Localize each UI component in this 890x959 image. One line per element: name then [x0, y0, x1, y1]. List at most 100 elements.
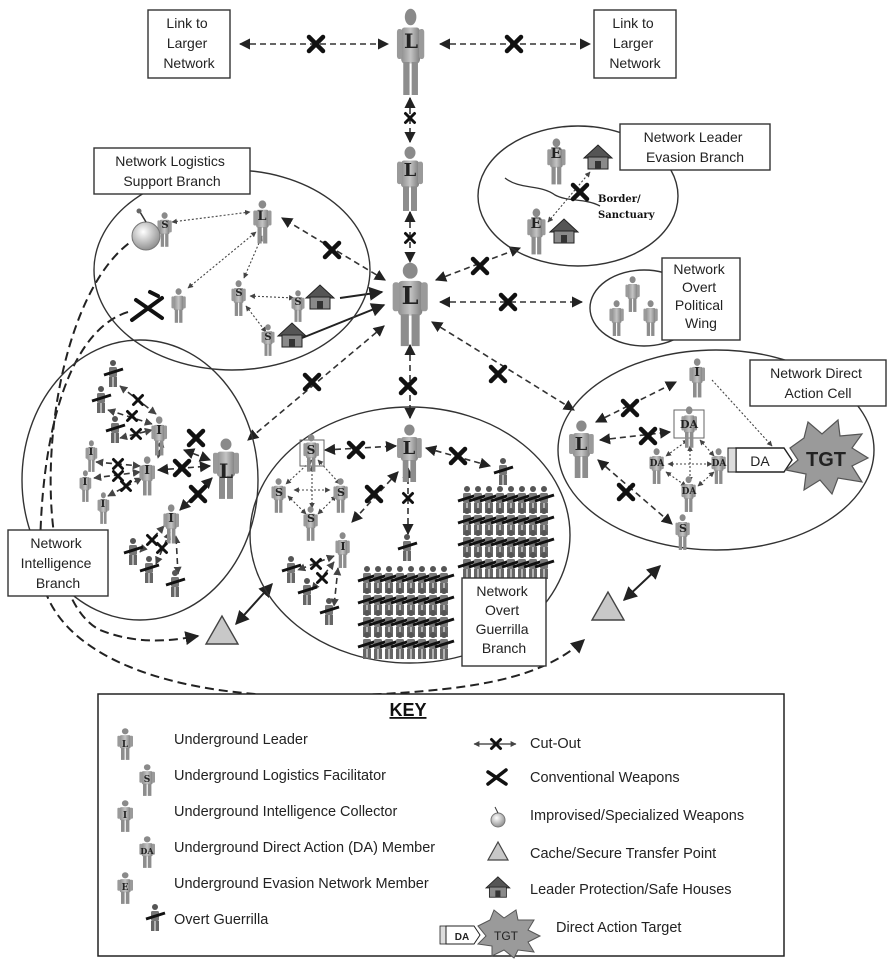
intel-guerrilla-6 — [164, 568, 187, 599]
intelligence-branch-label: Network Intelligence Branch — [7, 529, 109, 597]
middle-leader-letter: L — [404, 160, 417, 181]
guerrilla-formation-right — [456, 484, 556, 581]
svg-text:DA: DA — [750, 453, 770, 469]
evasion-house-1-icon — [583, 144, 613, 170]
cache-triangle-left — [204, 614, 240, 645]
border-label: Border/ Sanctuary — [598, 194, 656, 221]
cutout-marks — [112, 37, 656, 584]
key-target-icon: DA TGT — [439, 909, 542, 959]
logistics-facilitator-1-letter: S — [161, 220, 168, 231]
target-burst: TGT — [784, 418, 870, 496]
da-cell-facilitator-letter: S — [679, 522, 687, 535]
key-item-target: Direct Action Target — [556, 920, 681, 936]
intel-guerrilla-5 — [138, 554, 161, 585]
guerrilla-facilitator-3-letter: S — [337, 486, 345, 499]
key-item-da-member: Underground Direct Action (DA) Member — [174, 840, 435, 856]
guerrilla-facilitator-1-letter: S — [307, 443, 316, 457]
da-cell-collector-letter: I — [694, 365, 700, 379]
logistics-facilitator-2 — [171, 288, 186, 323]
da-member-1-letter: DA — [680, 418, 699, 431]
intelligence-branch-ellipse — [21, 339, 259, 621]
svg-text:Network Direct Action Ce: Network Direct Action Cell — [770, 365, 866, 401]
direct-action-cell-label: Network Direct Action Cell — [749, 359, 887, 407]
key-item-evasion: Underground Evasion Network Member — [174, 876, 429, 892]
safe-house-1-icon — [305, 284, 335, 310]
svg-text:Network Intelligence: Network Intelligence Branch — [21, 535, 96, 591]
top-leader-letter: L — [404, 29, 418, 53]
intel-guerrilla-3 — [104, 414, 127, 445]
cache-triangle-right — [590, 590, 626, 621]
svg-text:S: S — [144, 775, 151, 785]
key-conventional-weapons-icon — [486, 768, 508, 786]
key-item-logistics: Underground Logistics Facilitator — [174, 768, 386, 784]
svg-text:Network Logistics Suppor: Network Logistics Support Branch — [115, 153, 229, 189]
svg-text:Network Overt Guer: Network Overt Guerrilla Branch — [476, 583, 533, 656]
logistics-facilitator-4-letter: S — [294, 297, 301, 308]
intelligence-collector-6-letter: I — [101, 499, 106, 510]
svg-text:DA: DA — [455, 932, 469, 943]
political-wing-label: Network Overt Political Wing — [661, 257, 741, 341]
intelligence-collector-1-letter: I — [156, 423, 162, 437]
intelligence-collector-2-letter: I — [144, 463, 150, 477]
da-member-2-letter: DA — [650, 459, 666, 469]
key-item-cache: Cache/Secure Transfer Point — [530, 846, 716, 862]
da-arrow-tag: DA — [727, 447, 793, 473]
guerrilla-small-2 — [296, 576, 319, 607]
key-item-safe-house: Leader Protection/Safe Houses — [530, 882, 732, 898]
key-item-intelligence: Underground Intelligence Collector — [174, 804, 397, 820]
intel-guerrilla-1 — [102, 358, 125, 389]
intelligence-collector-4-letter: I — [89, 447, 94, 458]
evasion-member-2-letter: E — [531, 216, 542, 232]
link-left-box: Link to Larger Network — [147, 9, 231, 79]
evasion-branch-label: Network Leader Evasion Branch — [619, 123, 771, 171]
political-member-3 — [643, 300, 658, 336]
key-item-improvised: Improvised/Specialized Weapons — [530, 808, 744, 824]
svg-text:TGT: TGT — [494, 929, 519, 943]
political-member-2 — [609, 300, 624, 336]
guerrilla-small-3 — [318, 596, 341, 627]
da-member-4-letter: DA — [682, 487, 698, 497]
evasion-house-2-icon — [549, 218, 579, 244]
logistics-facilitator-5-letter: S — [264, 332, 271, 343]
guerrilla-figure — [433, 630, 456, 661]
guerrilla-small-1 — [280, 554, 303, 585]
svg-text:Network Overt Poli: Network Overt Political Wing — [673, 261, 728, 331]
political-member-1 — [625, 276, 640, 312]
safe-house-2-icon — [277, 322, 307, 348]
guerrilla-single-right — [492, 456, 515, 487]
main-leader-letter: L — [402, 281, 419, 310]
key-item-leader: Underground Leader — [174, 732, 308, 748]
evasion-member-1-letter: E — [551, 146, 562, 162]
svg-text:I: I — [123, 811, 127, 821]
guerrilla-facilitator-2-letter: S — [275, 486, 283, 499]
logistics-leader-letter: L — [257, 209, 266, 224]
key-item-conventional: Conventional Weapons — [530, 770, 680, 786]
conventional-weapons-icon — [130, 290, 164, 322]
svg-text:L: L — [122, 740, 129, 750]
link-right-box: Link to Larger Network — [593, 9, 677, 79]
direct-action-cell-ellipse — [557, 349, 875, 551]
intelligence-leader-letter: L — [219, 459, 233, 483]
svg-text:Network Leader Evasion B: Network Leader Evasion Branch — [644, 129, 747, 165]
da-cell-leader-letter: L — [575, 434, 588, 455]
key-item-cutout: Cut-Out — [530, 736, 581, 752]
svg-text:DA: DA — [140, 846, 154, 856]
svg-text:Link to Larger Net: Link to Larger Network — [609, 15, 661, 71]
guerrilla-formation-bottom — [356, 564, 456, 661]
improvised-weapon-icon — [131, 208, 161, 251]
svg-text:E: E — [122, 883, 129, 893]
legend-key: KEY L S I DA E Underground Leader Underg… — [97, 693, 785, 959]
intelligence-collector-3-letter: I — [168, 511, 174, 525]
key-cache-icon — [486, 840, 510, 861]
guerrilla-facilitator-4-letter: S — [307, 512, 315, 525]
evasion-branch-ellipse — [477, 125, 679, 267]
da-member-3-letter: DA — [712, 459, 728, 469]
intel-guerrilla-2 — [90, 384, 113, 415]
key-item-guerrilla: Overt Guerrilla — [174, 912, 269, 928]
intelligence-collector-5-letter: I — [83, 477, 88, 488]
key-cutout-icon — [473, 738, 517, 750]
key-improvised-weapon-icon — [490, 806, 506, 828]
guerrilla-figure — [533, 550, 556, 581]
guerrilla-branch-label: Network Overt Guerrilla Branch — [461, 577, 547, 667]
